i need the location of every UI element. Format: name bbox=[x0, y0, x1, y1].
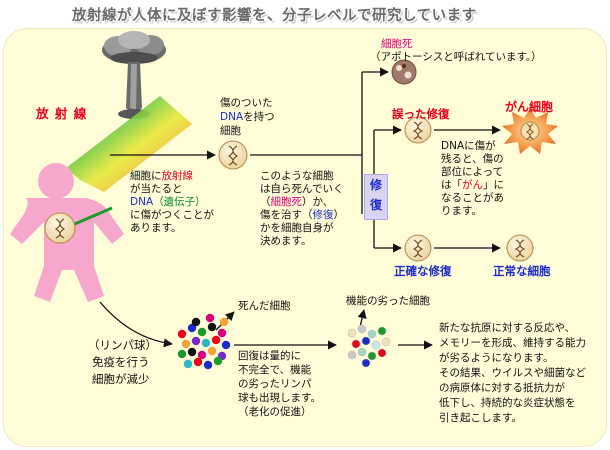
correct-repair-cell-icon bbox=[404, 234, 432, 262]
dead-lymphocyte-dot bbox=[205, 313, 215, 323]
cancer-line2: 残ると、傷の bbox=[441, 153, 504, 165]
dead-lymphocyte-dot bbox=[191, 317, 201, 327]
weak-lymphocyte-dot bbox=[381, 337, 391, 347]
dead-lymphocyte-dot bbox=[177, 329, 187, 339]
weak-lymphocyte-dot bbox=[357, 324, 367, 334]
weak-lymphocyte-dot bbox=[367, 329, 377, 339]
effects-line7: 引き起こします。 bbox=[439, 412, 522, 424]
lymph-line2: 免疫を行う bbox=[92, 355, 150, 369]
wrong-repair-label: 誤った修復 bbox=[392, 107, 450, 121]
pointer-weak-cells bbox=[357, 309, 367, 328]
weak-lymphocyte-dot bbox=[351, 339, 361, 349]
fate-line3: （細胞死）か、 bbox=[260, 196, 334, 208]
effects-line3: が劣るようになります。 bbox=[439, 352, 554, 364]
correct-repair-label: 正確な修復 bbox=[394, 264, 452, 278]
dead-lymphocyte-dot bbox=[183, 359, 193, 369]
fate-line2: は自ら死んでいく bbox=[260, 183, 344, 195]
weak-lymphocyte-dot bbox=[371, 340, 381, 350]
fate-line1: このような細胞 bbox=[260, 170, 334, 182]
cell-death-label: 細胞死 bbox=[381, 38, 413, 50]
cancer-line1: DNAに傷が bbox=[441, 140, 496, 152]
fate-line6: 決めます。 bbox=[260, 235, 312, 247]
apoptosis-note: （アポトーシスと呼ばれています。） bbox=[370, 51, 542, 63]
content-panel bbox=[3, 28, 607, 447]
apoptotic-cell-icon bbox=[391, 59, 417, 85]
fate-line5: かを細胞自身が bbox=[260, 222, 334, 234]
dead-lymphocyte-dot bbox=[211, 335, 221, 345]
dead-lymphocyte-dot bbox=[219, 317, 229, 327]
dead-lymphocyte-dot bbox=[213, 356, 223, 366]
dna-damage-line1: 細胞に放射線 bbox=[130, 170, 193, 182]
recovery-line3: の劣ったリンパ bbox=[238, 378, 312, 390]
cancer-line3: 部位によって bbox=[441, 166, 504, 178]
dna-cell-body-icon bbox=[44, 212, 76, 244]
weak-lymphocyte-dot bbox=[361, 336, 371, 346]
dead-lymphocyte-dot bbox=[177, 349, 187, 359]
weak-lymphocyte-dot bbox=[377, 326, 387, 336]
recovery-line1: 回復は量的に bbox=[238, 350, 301, 362]
weak-lymphocyte-dot bbox=[347, 350, 357, 360]
dead-lymphocyte-dot bbox=[221, 340, 231, 350]
dead-lymphocyte-dot bbox=[207, 322, 217, 332]
normal-cell-icon bbox=[506, 234, 534, 262]
wrong-repair-cell-icon bbox=[404, 116, 432, 144]
cancer-line6: ります。 bbox=[441, 205, 482, 217]
repair-box: 修 復 bbox=[364, 174, 388, 220]
damaged-cell-line2: DNAを持つ bbox=[220, 111, 275, 123]
weak-lymphocyte-dot bbox=[361, 358, 371, 368]
effects-line1: 新たな抗原に対する反応や、 bbox=[439, 322, 576, 334]
recovery-line2: 不完全で、機能 bbox=[238, 364, 312, 376]
dead-lymphocyte-dot bbox=[207, 346, 217, 356]
dead-lymphocyte-dot bbox=[217, 328, 227, 338]
weak-cells-label: 機能の劣った細胞 bbox=[346, 295, 430, 307]
radiation-label: 放 射 線 bbox=[36, 106, 88, 121]
repair-char-2: 復 bbox=[369, 198, 382, 212]
effects-line2: メモリーを形成、維持する能力 bbox=[439, 337, 586, 349]
damaged-cell-icon bbox=[218, 140, 248, 170]
weak-lymphocyte-dot bbox=[347, 328, 357, 338]
dead-lymphocytes-icon bbox=[177, 313, 231, 370]
cancer-cell-label: がん細胞 bbox=[505, 100, 554, 114]
dead-lymphocyte-dot bbox=[187, 347, 197, 357]
dna-damage-line2: が当たると bbox=[130, 183, 183, 195]
dead-cells-label: 死んだ細胞 bbox=[238, 300, 291, 312]
weak-lymphocyte-dot bbox=[377, 348, 387, 358]
arrow-to-lymphocytes bbox=[99, 301, 173, 348]
dead-lymphocyte-dot bbox=[187, 323, 197, 333]
dna-damage-line3: DNA（遺伝子） bbox=[130, 196, 206, 208]
normal-cell-label: 正常な細胞 bbox=[493, 264, 551, 278]
mushroom-cloud-icon bbox=[102, 31, 166, 119]
fate-line4: 傷を治す（修復） bbox=[260, 209, 344, 221]
effects-line6: 低下し、持続的な炎症状態を bbox=[439, 397, 576, 409]
dead-lymphocyte-dot bbox=[197, 350, 207, 360]
dead-lymphocyte-dot bbox=[197, 327, 207, 337]
radiation-beam bbox=[66, 96, 192, 192]
dead-lymphocyte-dot bbox=[203, 360, 213, 370]
damaged-cell-line3: 細胞 bbox=[220, 125, 241, 137]
recovery-line4: 球も出現します。 bbox=[238, 392, 321, 404]
damaged-cell-line1: 傷のついた bbox=[220, 97, 273, 109]
dead-lymphocyte-dot bbox=[201, 338, 211, 348]
weak-lymphocyte-dot bbox=[367, 351, 377, 361]
lymph-line3: 細胞が減少 bbox=[92, 372, 150, 386]
cancer-cell-icon bbox=[502, 108, 558, 154]
dead-lymphocyte-dot bbox=[181, 339, 191, 349]
dead-lymphocyte-dot bbox=[193, 357, 203, 367]
repair-char-1: 修 bbox=[369, 178, 382, 192]
effects-line4: その結果、ウイルスや細菌など bbox=[439, 367, 586, 379]
page-title: 放射線が人体に及ぼす影響を、分子レベルで研究しています bbox=[72, 8, 477, 24]
dna-damage-line5: あります。 bbox=[130, 222, 182, 234]
cancer-line4: は「がん」に bbox=[441, 179, 504, 191]
dna-damage-line4: に傷がつくことが bbox=[130, 209, 214, 221]
weak-lymphocyte-dot bbox=[357, 347, 367, 357]
weak-lymphocytes-icon bbox=[347, 324, 391, 368]
dead-lymphocyte-dot bbox=[191, 336, 201, 346]
cancer-line5: なることがあ bbox=[441, 192, 504, 204]
lymph-line1: （リンパ球） bbox=[88, 338, 157, 352]
recovery-line5: （老化の促進） bbox=[238, 406, 312, 418]
effects-line5: の病原体に対する抵抗力が bbox=[439, 382, 565, 394]
